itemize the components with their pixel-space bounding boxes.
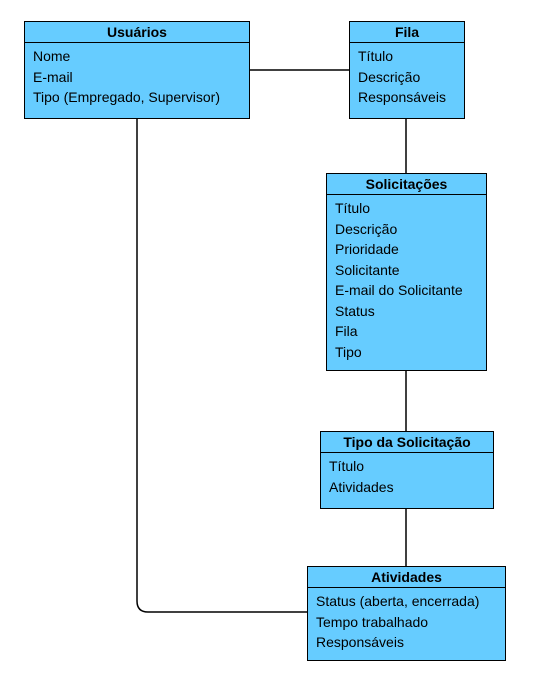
attribute: Descrição	[335, 220, 398, 237]
attribute: Responsáveis	[358, 89, 446, 105]
attribute: Título	[358, 48, 394, 64]
attribute: Nome	[33, 48, 71, 64]
attribute: E-mail do Solicitante	[335, 282, 463, 298]
attribute-list: Título Atividades	[321, 453, 493, 497]
attribute-list: Status (aberta, encerrada) Tempo trabalh…	[308, 588, 505, 653]
attribute-list: Nome E-mail Tipo (Empregado, Supervisor)	[25, 43, 249, 108]
entity-title: Usuários	[25, 22, 249, 43]
attribute: Tipo	[335, 343, 362, 360]
entity-title: Atividades	[308, 567, 505, 588]
connector-usuarios-atividades	[136, 119, 307, 613]
entity-title: Solicitações	[327, 174, 486, 195]
attribute-list: Título Descrição Responsáveis	[350, 43, 464, 108]
attribute: Atividades	[329, 478, 394, 495]
attribute: Tempo trabalhado	[316, 613, 429, 630]
attribute: Status (aberta, encerrada)	[316, 593, 480, 609]
attribute: Status	[335, 302, 375, 319]
entity-fila[interactable]: Fila Título Descrição Responsáveis	[349, 21, 465, 119]
attribute: Tipo (Empregado, Supervisor)	[33, 89, 221, 105]
entity-title: Tipo da Solicitação	[321, 432, 493, 453]
entity-title: Fila	[350, 22, 464, 43]
attribute: Prioridade	[335, 241, 399, 257]
attribute: Responsáveis	[316, 634, 404, 650]
attribute: E-mail	[33, 68, 73, 85]
entity-solicitacoes[interactable]: Solicitações Título Descrição Prioridade…	[326, 173, 487, 371]
attribute: Título	[329, 458, 365, 474]
entity-tipo-solicitacao[interactable]: Tipo da Solicitação Título Atividades	[320, 431, 494, 509]
attribute: Fila	[335, 323, 358, 339]
attribute-list: Título Descrição Prioridade Solicitante …	[327, 195, 486, 362]
entity-usuarios[interactable]: Usuários Nome E-mail Tipo (Empregado, Su…	[24, 21, 250, 119]
attribute: Solicitante	[335, 261, 400, 278]
attribute: Título	[335, 200, 371, 216]
attribute: Descrição	[358, 68, 421, 85]
entity-atividades[interactable]: Atividades Status (aberta, encerrada) Te…	[307, 566, 506, 661]
